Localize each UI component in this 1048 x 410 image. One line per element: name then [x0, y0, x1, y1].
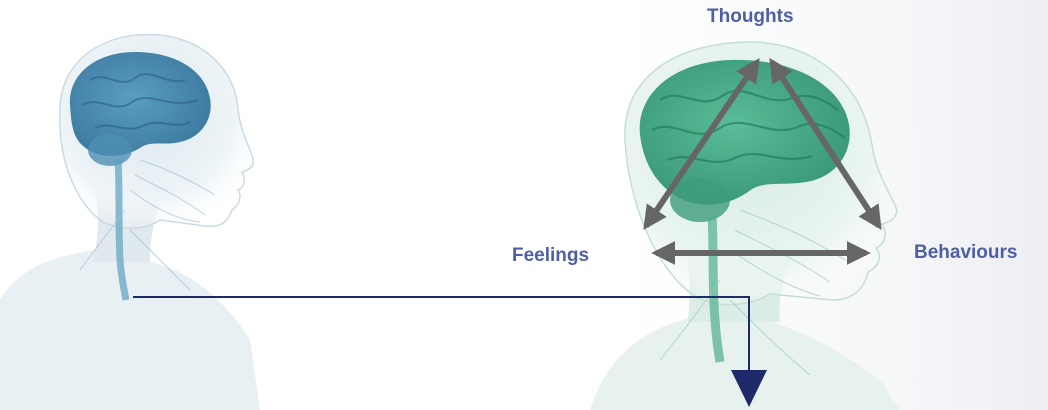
left-torso [0, 249, 260, 410]
label-feelings: Feelings [512, 245, 589, 267]
label-behaviours: Behaviours [914, 242, 1017, 264]
left-cerebellum [88, 134, 132, 166]
right-cerebellum [670, 178, 730, 222]
human-head-brain-blue-icon [0, 34, 260, 410]
label-thoughts: Thoughts [707, 6, 794, 28]
human-head-brain-green-icon [590, 42, 900, 410]
